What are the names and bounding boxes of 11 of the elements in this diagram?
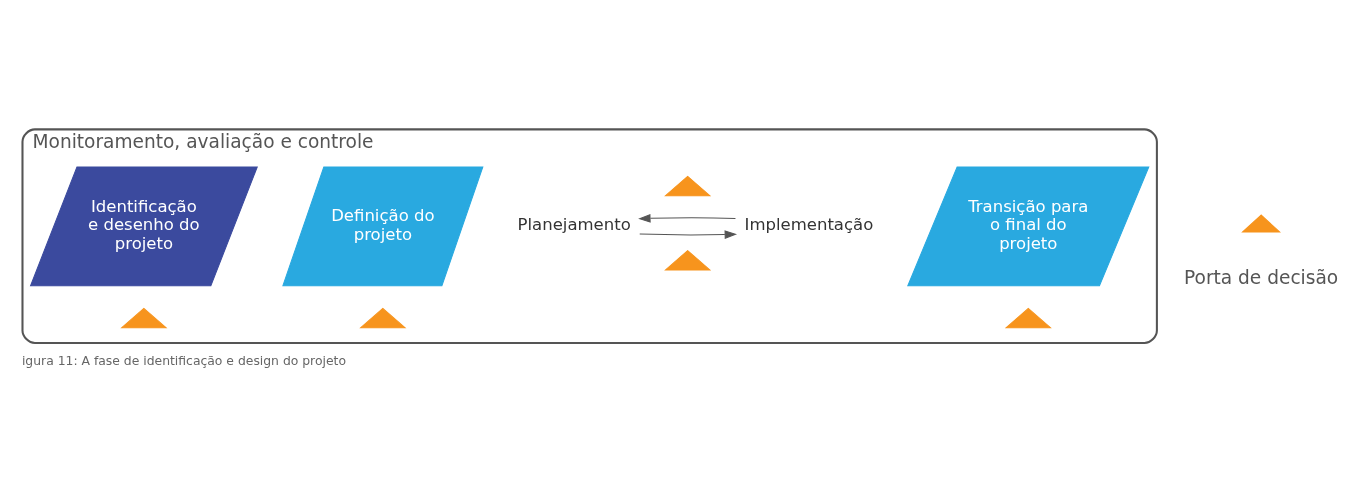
node-triangle <box>359 307 407 328</box>
node-text: Implementação <box>744 214 874 234</box>
node-text: Planejamento <box>517 214 631 234</box>
node-triangle <box>664 249 712 270</box>
arrow <box>638 213 736 223</box>
arrow <box>639 229 738 239</box>
node-triangle <box>1004 307 1052 328</box>
node-triangle <box>664 175 712 196</box>
caption: igura 11: A fase de identificação e design do projeto <box>21 353 346 368</box>
node-triangle <box>120 307 168 328</box>
legend-label: Porta de decisão <box>1184 266 1339 288</box>
